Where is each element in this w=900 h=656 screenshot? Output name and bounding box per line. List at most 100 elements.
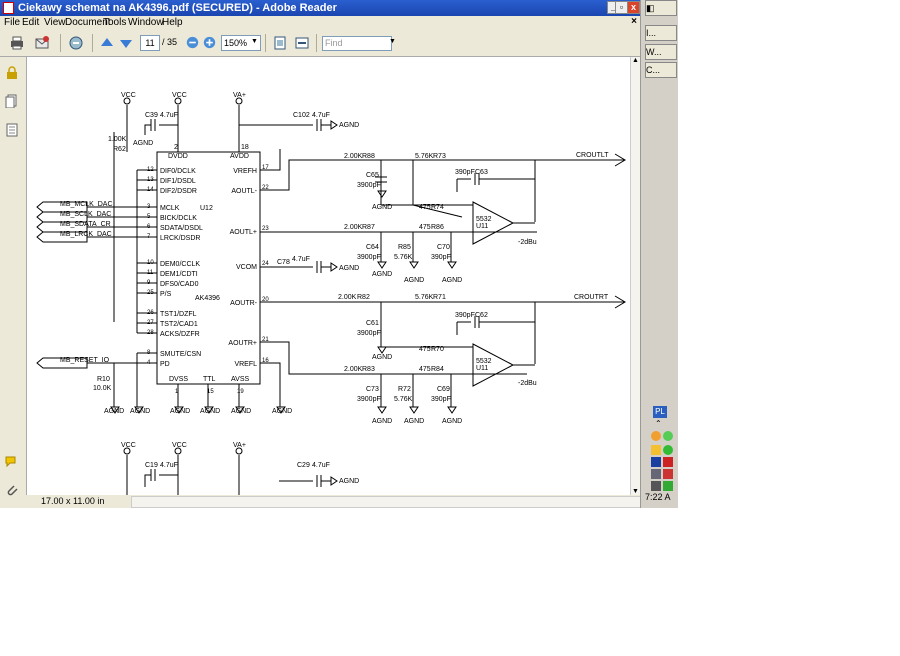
opamp-ref: U11: [476, 365, 488, 372]
r83-label: R83: [362, 366, 375, 373]
language-indicator[interactable]: PL: [653, 406, 667, 418]
hand-tool-icon[interactable]: [68, 35, 84, 51]
clock[interactable]: 7:22 A: [645, 492, 671, 502]
vertical-scrollbar[interactable]: ▲ ▼: [630, 57, 641, 495]
tray-icon[interactable]: [651, 469, 661, 479]
menu-tools[interactable]: Tools: [103, 17, 127, 28]
scroll-down-icon[interactable]: ▼: [632, 488, 639, 495]
close-document-icon[interactable]: ×: [631, 16, 637, 27]
zoom-out-icon[interactable]: [186, 36, 199, 49]
r82-value: 2.00K: [338, 294, 357, 301]
r84-label: R84: [431, 366, 444, 373]
agnd-label: AGND: [272, 408, 292, 415]
toolbar: 11 / 35 150% ▼ Find ▼: [0, 30, 640, 57]
r83-value: 2.00K: [344, 366, 363, 373]
c73-value: 3900pF: [357, 396, 381, 403]
c70-label: C70: [437, 244, 450, 251]
tray-icon[interactable]: [663, 445, 673, 455]
pin-number-label: 3: [147, 204, 151, 210]
menu-edit[interactable]: Edit: [22, 17, 40, 28]
print-icon[interactable]: [9, 35, 25, 51]
c102-label: C102: [293, 112, 310, 119]
taskbar-item[interactable]: C...: [645, 62, 677, 78]
pin-number-label: 9: [147, 280, 151, 286]
vcc-label: VCC: [121, 442, 136, 449]
pin-num: 18: [241, 144, 249, 151]
pin-num: 2: [174, 144, 178, 151]
next-page-icon[interactable]: [118, 35, 134, 51]
page-number-input[interactable]: 11: [140, 35, 160, 51]
taskbar-item[interactable]: ◧: [645, 0, 677, 16]
net-label: MB_RESET_IO: [60, 357, 110, 364]
c65-value: 3900pF: [357, 182, 381, 189]
email-icon[interactable]: [34, 35, 50, 51]
pin-number-label: 19: [237, 389, 244, 395]
menu-file[interactable]: File: [4, 17, 21, 28]
agnd-label: AGND: [372, 354, 392, 361]
c78-value: 4.7uF: [292, 256, 310, 263]
agnd-label: AGND: [231, 408, 251, 415]
tray-icon[interactable]: [651, 431, 661, 441]
tray-icon[interactable]: [651, 481, 661, 491]
chip-ref: U12: [200, 205, 213, 212]
pin-name-label: AOUTL+: [230, 229, 257, 236]
pin-number-label: 8: [147, 350, 151, 356]
pin-number-label: 10: [147, 260, 154, 266]
zoom-level-select[interactable]: 150%: [221, 35, 261, 51]
taskbar-item[interactable]: I...: [645, 25, 677, 41]
avdd-label: AVDD: [230, 153, 249, 160]
taskbar-item[interactable]: W...: [645, 44, 677, 60]
zoom-in-icon[interactable]: [203, 36, 216, 49]
comments-icon[interactable]: [5, 455, 19, 469]
tray-icon[interactable]: [651, 457, 661, 467]
agnd-label: AGND: [442, 418, 462, 425]
title-bar: Ciekawy schemat na AK4396.pdf (SECURED) …: [0, 0, 640, 16]
agnd-label: AGND: [339, 122, 359, 129]
chevron-down-icon[interactable]: ▼: [251, 38, 258, 45]
horizontal-scrollbar[interactable]: [131, 496, 653, 508]
toolbar-separator: [316, 34, 317, 52]
find-dropdown-icon[interactable]: ▼: [389, 38, 396, 45]
agnd-label: AGND: [133, 140, 153, 147]
r70-label: R70: [431, 346, 444, 353]
tray-icon[interactable]: [663, 431, 673, 441]
c61-label: C61: [366, 320, 379, 327]
agnd-label: AGND: [200, 408, 220, 415]
tray-icon[interactable]: [663, 481, 673, 491]
scroll-up-icon[interactable]: ▲: [632, 57, 639, 64]
r71-label: R71: [433, 294, 446, 301]
lock-icon[interactable]: [5, 66, 19, 80]
pages-icon[interactable]: [5, 94, 19, 108]
chevron-up-icon[interactable]: ⌃: [655, 419, 662, 428]
menu-help[interactable]: Help: [162, 17, 183, 28]
r86-label: R86: [431, 224, 444, 231]
c61-value: 3900pF: [357, 330, 381, 337]
fit-width-icon[interactable]: [294, 35, 310, 51]
c39-value: 4.7uF: [160, 112, 178, 119]
menu-window[interactable]: Window: [128, 17, 164, 28]
c102-value: 4.7uF: [312, 112, 330, 119]
pin-number-label: 28: [147, 330, 154, 336]
pin-number-label: 23: [262, 226, 269, 232]
attachments-icon[interactable]: [5, 483, 19, 497]
tray-icon[interactable]: [663, 469, 673, 479]
app-icon: ◧: [646, 3, 655, 13]
pin-number-label: 22: [262, 185, 269, 191]
fit-page-icon[interactable]: [272, 35, 288, 51]
find-input[interactable]: Find: [322, 36, 392, 51]
menu-document[interactable]: Document: [65, 17, 111, 28]
pin-name-label: DEM0/CCLK: [160, 261, 200, 268]
tray-icon[interactable]: [663, 457, 673, 467]
pin-name-label: DIF2/DSDR: [160, 188, 197, 195]
pin-name-label: DIF0/DCLK: [160, 168, 196, 175]
document-view[interactable]: VCC VCC VA+ C39 4.7uF AGND 1.00K R62 C10…: [27, 57, 630, 495]
pin-name-label: VREFL: [234, 361, 257, 368]
previous-page-icon[interactable]: [99, 35, 115, 51]
bookmarks-icon[interactable]: [5, 123, 19, 137]
close-button[interactable]: x: [627, 1, 640, 14]
tray-icon[interactable]: [651, 445, 661, 455]
menu-view[interactable]: View: [44, 17, 66, 28]
r88-value: 2.00K: [344, 153, 363, 160]
status-bar: 17.00 x 11.00 in: [27, 495, 653, 508]
pin-number-label: 27: [147, 320, 154, 326]
